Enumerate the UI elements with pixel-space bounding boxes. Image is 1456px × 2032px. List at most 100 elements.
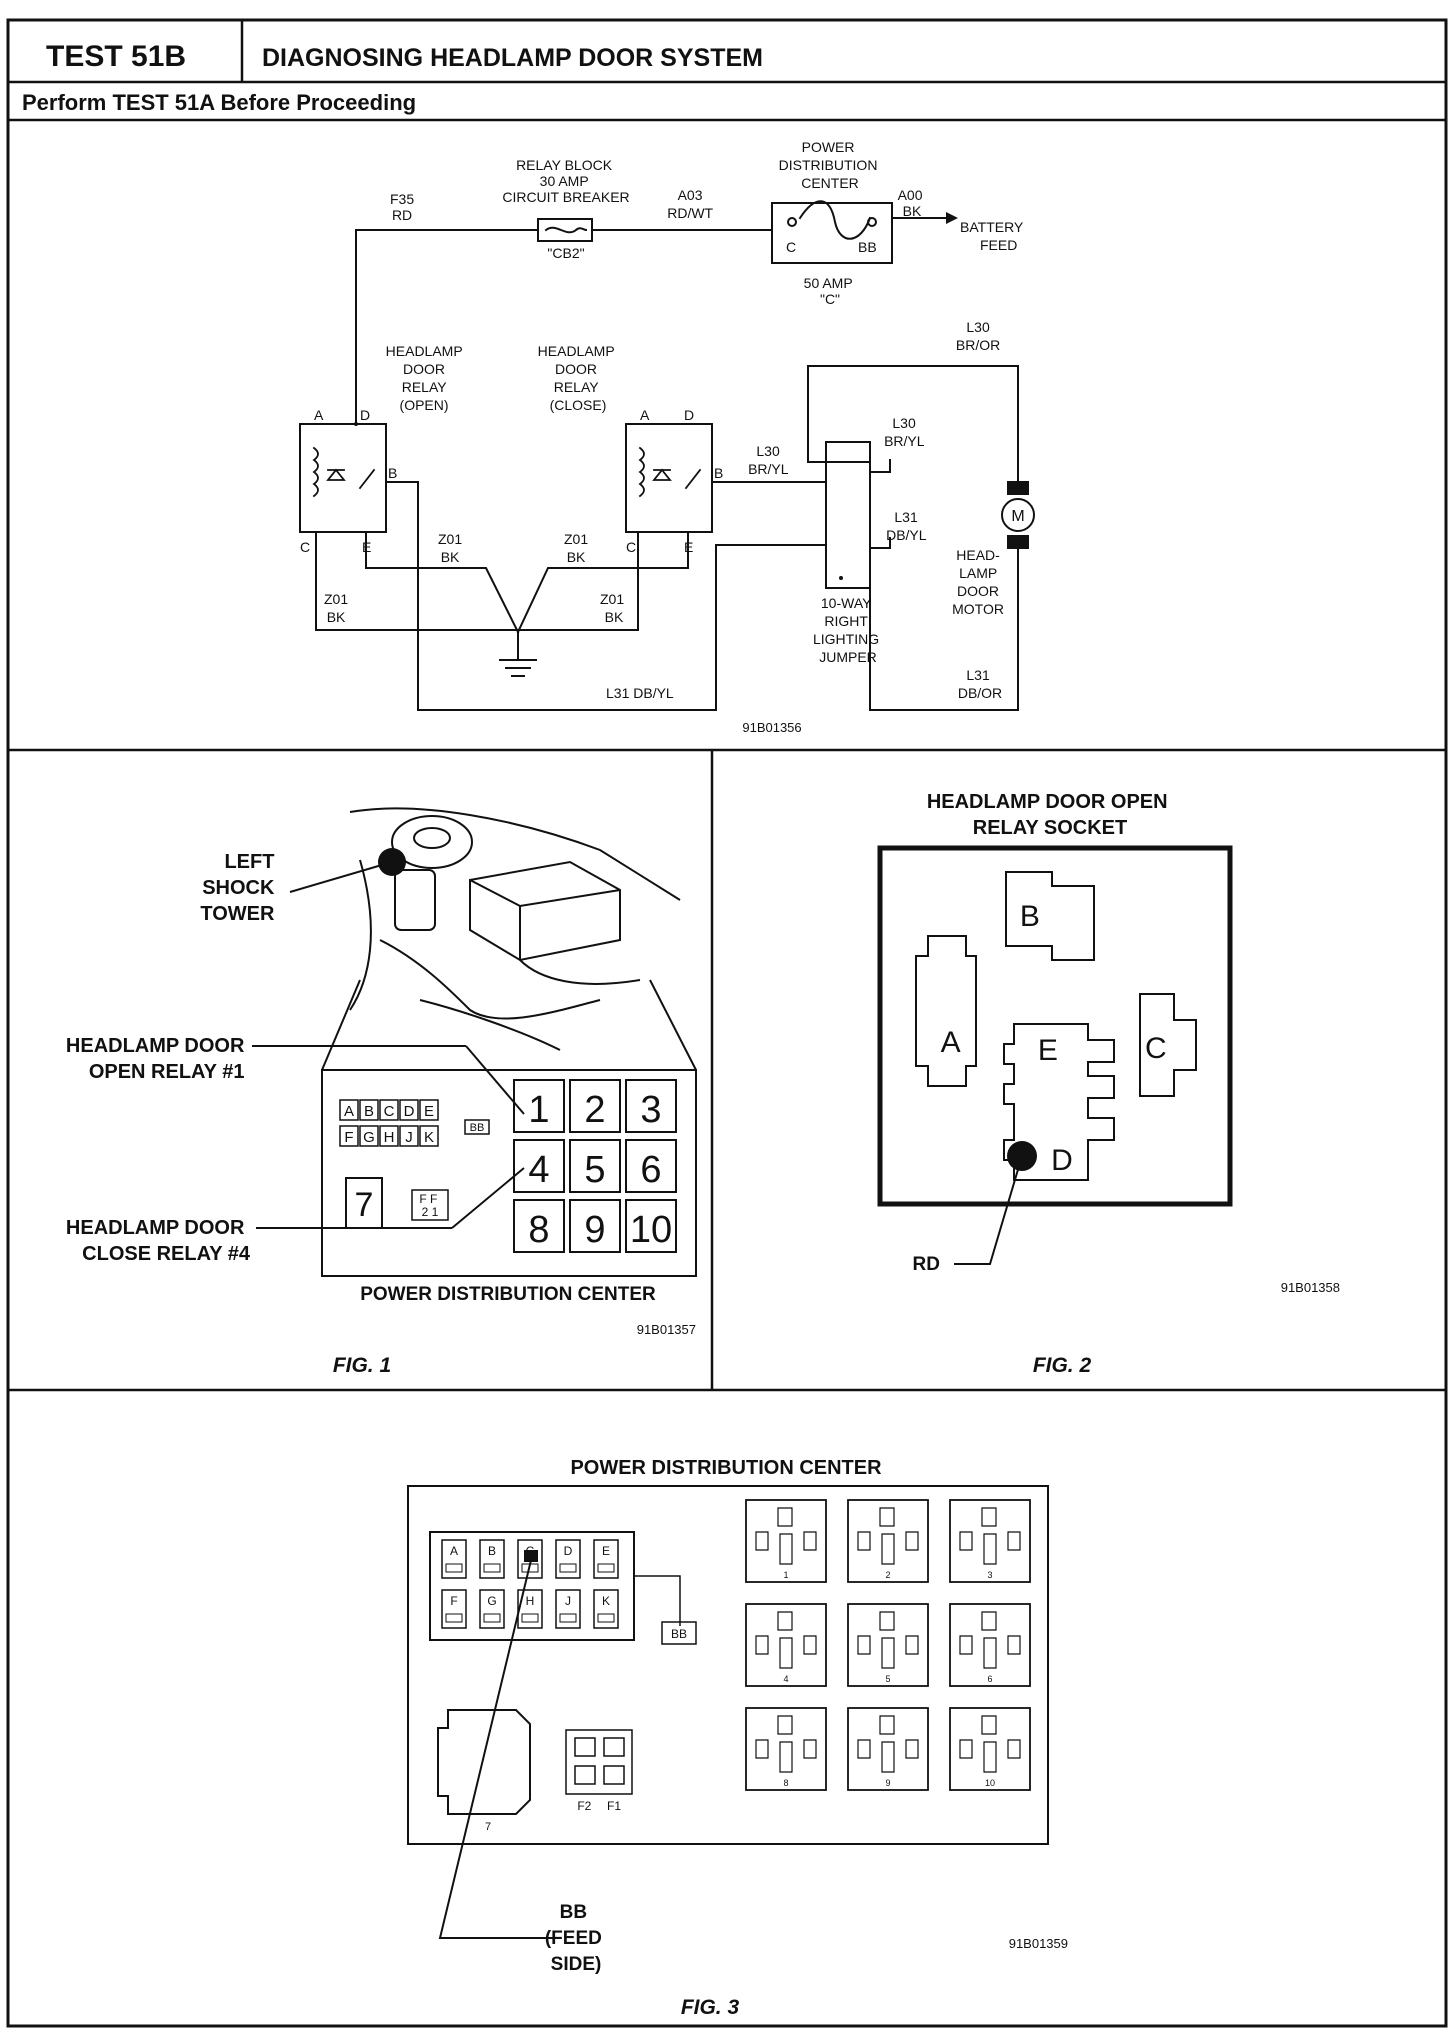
fig1-caption: FIG. 1	[333, 1354, 391, 1377]
fig1-fuse-cell	[359, 1099, 379, 1121]
relay-close-label-3: RELAY	[554, 379, 600, 395]
close-relay-pin-c: C	[626, 539, 636, 555]
jumper-label-4: JUMPER	[819, 649, 877, 665]
cb2-label: "CB2"	[547, 245, 584, 261]
fig3-relay-socket	[847, 1603, 929, 1687]
fuse-pin-bb: BB	[858, 239, 877, 255]
feed-label-3: SIDE)	[551, 1954, 602, 1975]
z01-1-color: BK	[441, 549, 460, 565]
close-relay-pin-e: E	[684, 539, 693, 555]
jumper-label-1: 10-WAY	[821, 595, 872, 611]
fig1-fuse-label: G	[363, 1129, 375, 1146]
fig3-fuse-cell	[441, 1589, 467, 1629]
fig2-title-2: RELAY SOCKET	[973, 817, 1127, 839]
svg-text:HEAD- LAMP DOOR: HEAD- LAMP DOOR MOTOR 10-WAY RIGHT LIGHT…	[813, 547, 1008, 665]
fig2-title-1: HEADLAMP DOOR OPEN	[927, 791, 1168, 813]
fig1-relay-slot	[625, 1079, 677, 1133]
wire-l31-dbyl-bottom: L31 DB/YL	[606, 685, 674, 701]
fig1-fuse-cell	[399, 1125, 419, 1147]
fig1-fuse-cell	[419, 1125, 439, 1147]
pdc-label-1: POWER	[802, 139, 855, 155]
page-subtitle: Perform TEST 51A Before Proceeding	[22, 90, 416, 115]
fig3-f2-label: F2	[577, 1799, 591, 1813]
fig1-relay-number: 6	[640, 1149, 661, 1191]
fig3-relay-socket	[745, 1499, 827, 1583]
fig3-socket-number: 4	[783, 1674, 788, 1684]
fig1-relay-slot	[513, 1079, 565, 1133]
relay-open-label-1: HEADLAMP	[386, 343, 463, 359]
terminal-b: B	[1020, 900, 1040, 933]
z01-2-color: BK	[567, 549, 586, 565]
wire-a00-id: A00	[898, 187, 923, 203]
fig3-socket-number: 5	[885, 1674, 890, 1684]
wire-l31-dbor-id: L31	[966, 667, 990, 683]
fig1-fuse-label: E	[424, 1103, 434, 1120]
svg-text:L30 BR/OR L30: L30 BR/OR L30 BR/YL L30 BR/YL L31 DB/YL …	[748, 319, 1004, 701]
fig1-fuse-cell	[379, 1125, 399, 1147]
fig3-socket-terminals	[857, 1507, 919, 1565]
fig3-fuse-terminal	[521, 1613, 539, 1623]
fig3-fuse-label: K	[602, 1594, 610, 1608]
wire-a03-color: RD/WT	[667, 205, 713, 221]
fig1-relay-number: 1	[528, 1089, 549, 1131]
fig3-figure-id: 91B01359	[1009, 1936, 1068, 1951]
close-relay-label-1: HEADLAMP DOOR	[66, 1217, 245, 1239]
open-relay-pin-d: D	[360, 407, 370, 423]
fig3-socket-terminals	[755, 1507, 817, 1565]
close-relay-pin-b: B	[714, 465, 723, 481]
svg-text:F35 RD A03 R: F35 RD A03 RD/WT A00 BK	[390, 187, 926, 223]
schematic-figure-id: 91B01356	[742, 720, 801, 735]
fig3-f1-label: F1	[607, 1799, 621, 1813]
close-relay-pin-a: A	[640, 407, 650, 423]
fig1-relay-slot	[625, 1139, 677, 1193]
fig3-fuse-terminal	[559, 1563, 577, 1573]
fig3-relay-socket	[847, 1707, 929, 1791]
svg-text:F2 F1: F2 F1	[577, 1799, 621, 1813]
test-id: TEST 51B	[46, 40, 186, 73]
z01-4-id: Z01	[600, 591, 624, 607]
open-relay-pin-a: A	[314, 407, 324, 423]
fig3-fuse-terminal	[445, 1563, 463, 1573]
fig3-fuse-terminal	[483, 1613, 501, 1623]
fig2-relay-socket: HEADLAMP DOOR OPEN RELAY SOCKET B A E C …	[877, 791, 1340, 1377]
svg-text:50 AMP "C": 50 AMP "C"	[804, 275, 857, 307]
fig1-relay-number: 3	[640, 1089, 661, 1131]
fig1-fuse-label: J	[405, 1129, 413, 1146]
relay-close-label-1: HEADLAMP	[538, 343, 615, 359]
relay-open-label-2: DOOR	[403, 361, 445, 377]
fig1-relay-7: 7	[355, 1186, 374, 1224]
fig3-fuse-cell	[555, 1589, 581, 1629]
fig1-ff-label-2: 2 1	[422, 1205, 439, 1219]
fig3-fuse-label: A	[450, 1544, 458, 1558]
fig1-bb-label: BB	[470, 1122, 485, 1134]
fig1-relay-number: 9	[584, 1209, 605, 1251]
fig3-bb-label: BB	[671, 1627, 687, 1641]
z01-4-color: BK	[605, 609, 624, 625]
motor-label-3: DOOR	[957, 583, 999, 599]
open-relay-label-2: OPEN RELAY #1	[89, 1061, 245, 1083]
fig3-relay-7: 7	[485, 1821, 491, 1833]
fig3-socket-number: 10	[985, 1778, 995, 1788]
fig3-socket-number: 9	[885, 1778, 890, 1788]
relay-close-label-2: DOOR	[555, 361, 597, 377]
fig1-ff-label-1: F F	[419, 1192, 437, 1206]
open-relay-pin-b: B	[388, 465, 397, 481]
relay-block-label-2: 30 AMP	[540, 173, 589, 189]
wire-a03-id: A03	[678, 187, 703, 203]
fig1-fuse-label: K	[424, 1129, 434, 1146]
jumper-label-3: LIGHTING	[813, 631, 879, 647]
fig3-relay-socket	[949, 1603, 1031, 1687]
close-relay-pin-d: D	[684, 407, 694, 423]
fig1-relay-slot	[625, 1199, 677, 1253]
fig1-relay-slot	[569, 1199, 621, 1253]
fig3-fuse-label: D	[564, 1544, 573, 1558]
fig3-socket-terminals	[857, 1715, 919, 1773]
fig1-fuse-cell	[339, 1125, 359, 1147]
fig3-fuse-label: F	[450, 1594, 457, 1608]
z01-3-color: BK	[327, 609, 346, 625]
wire-f35-id: F35	[390, 191, 414, 207]
svg-text:LEFT SHOCK TOWER: LEFT SHOCK TOWER HEADLAMP DOOR OPEN RELA…	[66, 851, 280, 1265]
open-relay-pin-c: C	[300, 539, 310, 555]
